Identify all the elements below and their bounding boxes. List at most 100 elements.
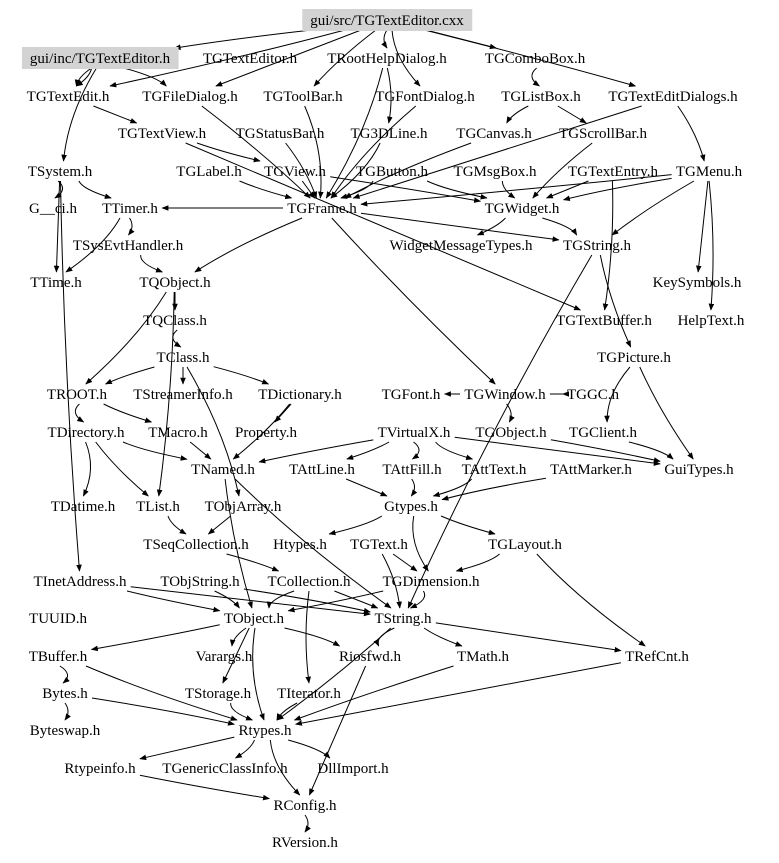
edge-rtypeinfo-to-rconfig (139, 774, 270, 801)
graph-node-byteswap[interactable]: Byteswap.h (30, 723, 101, 739)
graph-node-rtypes[interactable]: Rtypes.h (239, 723, 292, 739)
graph-node-property[interactable]: Property.h (235, 425, 297, 441)
graph-node-tgfiledialog[interactable]: TGFileDialog.h (142, 89, 238, 105)
graph-node-tvirtualx[interactable]: TVirtualX.h (378, 425, 451, 441)
graph-node-tqclass[interactable]: TQClass.h (143, 313, 207, 329)
graph-node-tattfill[interactable]: TAttFill.h (382, 462, 442, 478)
node-label: Riosfwd.h (339, 649, 402, 665)
graph-node-tsystem[interactable]: TSystem.h (28, 164, 93, 180)
graph-node-tgobject[interactable]: TGObject.h (475, 425, 547, 441)
graph-node-varargs[interactable]: Varargs.h (196, 649, 253, 665)
graph-node-rtypeinfo[interactable]: Rtypeinfo.h (64, 761, 136, 777)
graph-node-tclass[interactable]: TClass.h (157, 350, 210, 366)
edge-riosfwd-to-rconfig (308, 665, 367, 796)
graph-node-tuuid[interactable]: TUUID.h (29, 611, 87, 627)
graph-node-tdirectory[interactable]: TDirectory.h (48, 425, 125, 441)
graph-node-tglayout[interactable]: TGLayout.h (488, 537, 562, 553)
graph-node-tgtexteditdialogs[interactable]: TGTextEditDialogs.h (608, 89, 738, 105)
graph-node-troothelpdialog[interactable]: TRootHelpDialog.h (327, 51, 447, 67)
graph-node-troot[interactable]: TROOT.h (47, 387, 108, 403)
graph-node-riosfwd[interactable]: Riosfwd.h (339, 649, 402, 665)
graph-node-tgclient[interactable]: TGClient.h (569, 425, 637, 441)
graph-node-tgstatusbar[interactable]: TGStatusBar.h (236, 126, 325, 142)
graph-node-keysymbols[interactable]: KeySymbols.h (653, 275, 742, 291)
graph-node-tgtexteditor[interactable]: TGTextEditor.h (203, 51, 298, 67)
graph-node-tgview[interactable]: TGView.h (264, 164, 326, 180)
graph-node-tstorage[interactable]: TStorage.h (185, 686, 252, 702)
edge-rconfig-to-rversion (304, 814, 311, 833)
graph-node-htypes[interactable]: Htypes.h (273, 537, 327, 553)
graph-node-tgstring[interactable]: TGString.h (563, 238, 631, 254)
graph-node-widgetmessagetypes[interactable]: WidgetMessageTypes.h (390, 238, 533, 254)
graph-node-tatttext[interactable]: TAttText.h (462, 462, 527, 478)
graph-node-tgscrollbar[interactable]: TGScrollBar.h (559, 126, 647, 142)
graph-node-tglistbox[interactable]: TGListBox.h (501, 89, 581, 105)
graph-node-tggc[interactable]: TGGC.h (567, 387, 620, 403)
graph-node-tgfont[interactable]: TGFont.h (382, 387, 441, 403)
graph-node-tdictionary[interactable]: TDictionary.h (258, 387, 342, 403)
graph-node-ttime[interactable]: TTime.h (30, 275, 82, 291)
graph-node-tgdimension[interactable]: TGDimension.h (382, 574, 480, 590)
graph-node-trefcnt[interactable]: TRefCnt.h (625, 649, 689, 665)
edge-tgmenu-to-tgstring (611, 180, 695, 236)
graph-node-tgtextedit[interactable]: TGTextEdit.h (27, 89, 110, 105)
graph-node-tinetaddress[interactable]: TInetAddress.h (34, 574, 127, 590)
graph-node-tgcanvas[interactable]: TGCanvas.h (456, 126, 532, 142)
graph-node-tsysevthandler[interactable]: TSysEvtHandler.h (73, 238, 184, 254)
graph-node-tlist[interactable]: TList.h (136, 499, 180, 515)
graph-node-rconfig[interactable]: RConfig.h (274, 798, 337, 814)
node-label: TSystem.h (28, 164, 93, 180)
graph-node-rversion[interactable]: RVersion.h (272, 835, 338, 851)
graph-node-tstring[interactable]: TString.h (374, 611, 432, 627)
graph-node-tgtextview[interactable]: TGTextView.h (118, 126, 207, 142)
graph-node-tgfontdialog[interactable]: TGFontDialog.h (375, 89, 475, 105)
graph-node-tmacro[interactable]: TMacro.h (148, 425, 208, 441)
node-label: TGCanvas.h (456, 126, 532, 142)
graph-node-inc[interactable]: gui/inc/TGTextEditor.h (21, 47, 179, 69)
graph-node-tobject[interactable]: TObject.h (224, 611, 285, 627)
graph-node-tgbutton[interactable]: TGButton.h (356, 164, 429, 180)
graph-node-helptext[interactable]: HelpText.h (678, 313, 745, 329)
graph-node-tgtext[interactable]: TGText.h (350, 537, 408, 553)
graph-node-tdatime[interactable]: TDatime.h (51, 499, 116, 515)
graph-node-titerator[interactable]: TIterator.h (277, 686, 341, 702)
graph-node-tglabel[interactable]: TGLabel.h (176, 164, 242, 180)
graph-node-bytes[interactable]: Bytes.h (42, 686, 88, 702)
graph-node-tqobject[interactable]: TQObject.h (139, 275, 211, 291)
graph-node-tgwidget[interactable]: TGWidget.h (485, 201, 560, 217)
graph-node-tgtoolbar[interactable]: TGToolBar.h (263, 89, 343, 105)
edge-tobject-to-tbuffer (90, 624, 220, 652)
graph-node-tgtextentry[interactable]: TGTextEntry.h (568, 164, 659, 180)
node-label: TGenericClassInfo.h (162, 761, 288, 777)
graph-node-tseqcollection[interactable]: TSeqCollection.h (143, 537, 249, 553)
graph-node-tgpicture[interactable]: TGPicture.h (597, 350, 671, 366)
graph-node-tgframe[interactable]: TGFrame.h (287, 201, 357, 217)
graph-node-tattline[interactable]: TAttLine.h (289, 462, 355, 478)
graph-node-tobjstring[interactable]: TObjString.h (160, 574, 240, 590)
graph-node-ttimer[interactable]: TTimer.h (102, 201, 158, 217)
graph-node-tstreamerinfo[interactable]: TStreamerInfo.h (133, 387, 233, 403)
node-label: TRootHelpDialog.h (327, 51, 447, 67)
node-label: TVirtualX.h (378, 425, 451, 441)
graph-node-tbuffer[interactable]: TBuffer.h (29, 649, 88, 665)
graph-node-g-ci[interactable]: G__ci.h (29, 201, 77, 217)
graph-node-dllimport[interactable]: DllImport.h (317, 761, 389, 777)
node-label: TQClass.h (143, 313, 207, 329)
graph-node-tgwindow[interactable]: TGWindow.h (464, 387, 546, 403)
graph-node-tgtextbuffer[interactable]: TGTextBuffer.h (556, 313, 652, 329)
graph-node-tgmsgbox[interactable]: TGMsgBox.h (454, 164, 537, 180)
graph-node-cxx[interactable]: gui/src/TGTextEditor.cxx (302, 9, 473, 31)
graph-node-gtypes[interactable]: Gtypes.h (384, 499, 438, 515)
graph-node-tobjarray[interactable]: TObjArray.h (205, 499, 282, 515)
graph-node-tmath[interactable]: TMath.h (457, 649, 510, 665)
graph-node-tattmarker[interactable]: TAttMarker.h (550, 462, 632, 478)
graph-node-tg3dline[interactable]: TG3DLine.h (350, 126, 428, 142)
edge-tattfill-to-gtypes (410, 478, 418, 497)
graph-node-tcollection[interactable]: TCollection.h (268, 574, 351, 590)
graph-node-tgcombobox[interactable]: TGComboBox.h (485, 51, 586, 67)
graph-node-tgmenu[interactable]: TGMenu.h (676, 164, 743, 180)
graph-node-tgenericclassinfo[interactable]: TGenericClassInfo.h (162, 761, 288, 777)
graph-node-guitypes[interactable]: GuiTypes.h (664, 462, 734, 478)
edge-gtypes-to-tgdimension (412, 515, 429, 572)
graph-node-tnamed[interactable]: TNamed.h (191, 462, 255, 478)
